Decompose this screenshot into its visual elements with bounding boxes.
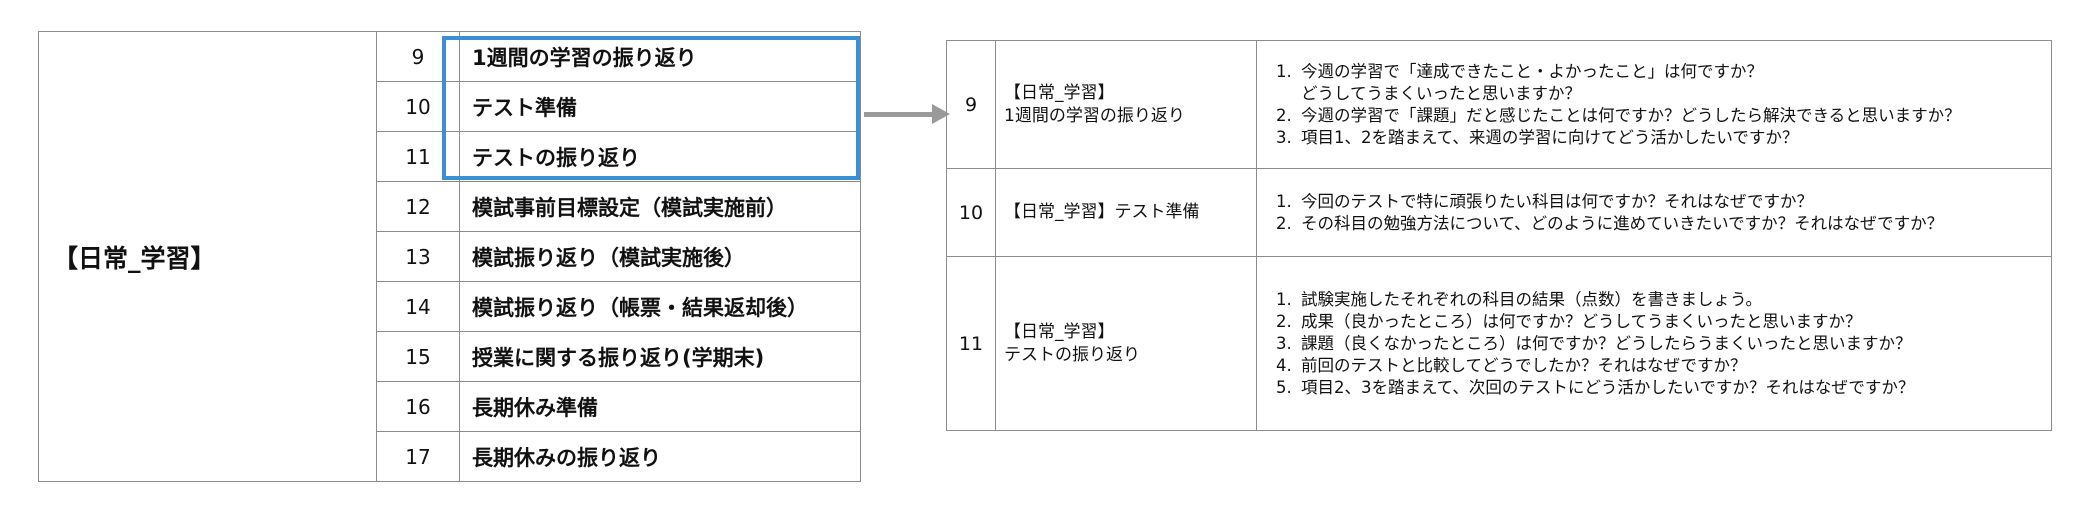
question-list-cell: 今週の学習で「達成できたこと・よかったこと」は何ですか？どうしてうまくいったと思… xyxy=(1256,40,2052,169)
row-title: 【日常_学習】1週間の学習の振り返り xyxy=(995,40,1257,169)
row-title: 模試振り返り（帳票・結果返却後） xyxy=(459,281,861,332)
right-table: 9【日常_学習】1週間の学習の振り返り今週の学習で「達成できたこと・よかったこと… xyxy=(946,40,2052,431)
row-title: 授業に関する振り返り(学期末) xyxy=(459,331,861,382)
question-text: 今週の学習で「課題」だと感じたことは何ですか？どうしたら解決できると思いますか？ xyxy=(1301,105,1961,125)
row-number: 15 xyxy=(376,331,460,382)
row-number: 10 xyxy=(376,81,460,132)
row-title: テストの振り返り xyxy=(459,131,861,182)
question-item: 前回のテストと比較してどうでしたか？それはなぜですか？ xyxy=(1297,355,2041,377)
row-number: 9 xyxy=(946,40,996,169)
question-text: 試験実施したそれぞれの科目の結果（点数）を書きましょう。 xyxy=(1301,289,1763,309)
table-row: 9【日常_学習】1週間の学習の振り返り今週の学習で「達成できたこと・よかったこと… xyxy=(946,40,2052,169)
arrow-icon xyxy=(864,112,936,117)
table-row: 10 【日常_学習】テスト準備 今回のテストで特に頑張りたい科目は何ですか？それはな… xyxy=(946,168,2052,257)
table-row: 11【日常_学習】テストの振り返り試験実施したそれぞれの科目の結果（点数）を書き… xyxy=(946,256,2052,431)
question-text: 今回のテストで特に頑張りたい科目は何ですか？それはなぜですか？ xyxy=(1301,191,1813,211)
title-line: 【日常_学習】テスト準備 xyxy=(1004,202,1200,222)
question-list-cell: 試験実施したそれぞれの科目の結果（点数）を書きましょう。成果（良かったところ）は… xyxy=(1256,256,2052,431)
row-title: 【日常_学習】テストの振り返り xyxy=(995,256,1257,431)
question-item: 課題（良くなかったところ）は何ですか？どうしたらうまくいったと思いますか？ xyxy=(1297,333,2041,355)
row-number: 16 xyxy=(376,381,460,432)
row-number: 11 xyxy=(376,131,460,182)
question-text: 項目2、3を踏まえて、次回のテストにどう活かしたいですか？それはなぜですか？ xyxy=(1301,377,1915,397)
title-line: 【日常_学習】 xyxy=(1004,321,1115,342)
row-title: 模試事前目標設定（模試実施前） xyxy=(459,181,861,232)
question-list-cell: 今回のテストで特に頑張りたい科目は何ですか？それはなぜですか？その科目の勉強方法… xyxy=(1256,168,2052,257)
row-title: 模試振り返り（模試実施後） xyxy=(459,231,861,282)
question-item: 項目2、3を踏まえて、次回のテストにどう活かしたいですか？それはなぜですか？ xyxy=(1297,377,2041,399)
row-number: 12 xyxy=(376,181,460,232)
question-text: 成果（良かったところ）は何ですか？どうしてうまくいったと思いますか？ xyxy=(1301,311,1862,331)
question-item: その科目の勉強方法について、どのように進めていきたいですか？それはなぜですか？ xyxy=(1297,213,2041,235)
highlight-box xyxy=(442,36,860,180)
question-text: 前回のテストと比較してどうでしたか？それはなぜですか？ xyxy=(1301,355,1747,375)
title-line: 1週間の学習の振り返り xyxy=(1004,105,1185,126)
question-item: 今週の学習で「達成できたこと・よかったこと」は何ですか？どうしてうまくいったと思… xyxy=(1297,61,2041,105)
row-number: 10 xyxy=(946,168,996,257)
title-line: テストの振り返り xyxy=(1004,344,1140,365)
question-list: 試験実施したそれぞれの科目の結果（点数）を書きましょう。成果（良かったところ）は… xyxy=(1275,289,2041,399)
question-text: 課題（良くなかったところ）は何ですか？どうしたらうまくいったと思いますか？ xyxy=(1301,333,1912,353)
row-title: 長期休み準備 xyxy=(459,381,861,432)
question-list: 今回のテストで特に頑張りたい科目は何ですか？それはなぜですか？その科目の勉強方法… xyxy=(1275,191,2041,235)
row-number: 14 xyxy=(376,281,460,332)
row-title: 【日常_学習】テスト準備 xyxy=(995,168,1257,257)
question-item: 項目1、2を踏まえて、来週の学習に向けてどう活かしたいですか？ xyxy=(1297,127,2041,149)
question-text: どうしてうまくいったと思いますか？ xyxy=(1301,83,1582,103)
question-text: 今週の学習で「達成できたこと・よかったこと」は何ですか？ xyxy=(1301,61,1763,81)
question-item: 今回のテストで特に頑張りたい科目は何ですか？それはなぜですか？ xyxy=(1297,191,2041,213)
row-number: 17 xyxy=(376,431,460,482)
question-text: 項目1、2を踏まえて、来週の学習に向けてどう活かしたいですか？ xyxy=(1301,127,1799,147)
question-list: 今週の学習で「達成できたこと・よかったこと」は何ですか？どうしてうまくいったと思… xyxy=(1275,61,2041,149)
row-number: 11 xyxy=(946,256,996,431)
question-item: 成果（良かったところ）は何ですか？どうしてうまくいったと思いますか？ xyxy=(1297,311,2041,333)
question-text: その科目の勉強方法について、どのように進めていきたいですか？それはなぜですか？ xyxy=(1301,213,1944,233)
title-line: 【日常_学習】 xyxy=(1004,82,1115,103)
question-item: 今週の学習で「課題」だと感じたことは何ですか？どうしたら解決できると思いますか？ xyxy=(1297,105,2041,127)
row-title: 長期休みの振り返り xyxy=(459,431,861,482)
question-item: 試験実施したそれぞれの科目の結果（点数）を書きましょう。 xyxy=(1297,289,2041,311)
row-number: 13 xyxy=(376,231,460,282)
category-label: 【日常_学習】 xyxy=(38,31,377,482)
arrow-head-icon xyxy=(932,104,950,124)
